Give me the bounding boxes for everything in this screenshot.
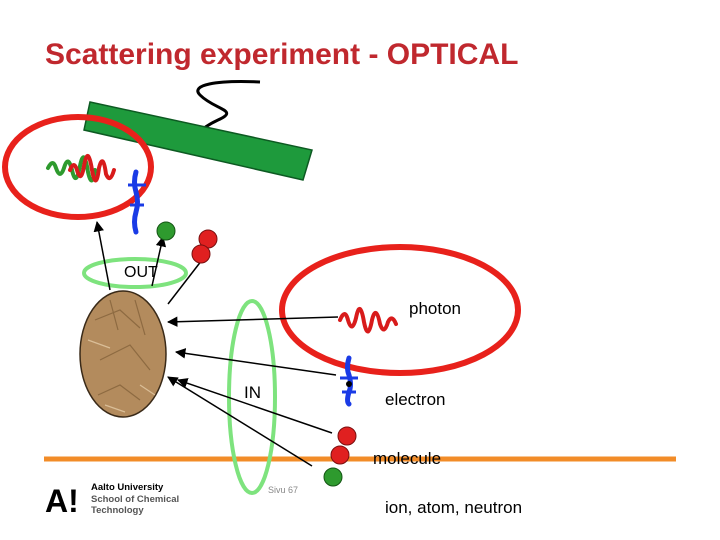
scattered-electron-icon (128, 169, 146, 235)
sample-ellipse (79, 290, 167, 418)
page-number: Sivu 67 (268, 485, 299, 495)
in-arrow-electron (174, 348, 337, 376)
in-arrow-molecule (177, 378, 333, 434)
photon-label: photon (409, 299, 461, 318)
logo-text: A! (45, 484, 79, 516)
scattered-molecule-red-bottom (191, 244, 211, 264)
electron-label: electron (385, 390, 446, 409)
out-ring (82, 257, 188, 289)
scattered-photon-wave-red (68, 154, 116, 183)
incoming-photon-wave (338, 307, 398, 334)
incoming-molecule-red-top (337, 426, 357, 446)
university-name: Aalto University (91, 482, 164, 493)
incoming-molecule-red-bottom (330, 445, 350, 465)
out-label: OUT (124, 264, 158, 281)
incoming-ion-green (323, 467, 343, 487)
slide-title: Scattering experiment - OPTICAL (45, 38, 519, 71)
incoming-electron-icon (340, 355, 358, 407)
ion-atom-neutron-label: ion, atom, neutron (385, 498, 523, 517)
school-line-2: Technology (91, 505, 144, 516)
school-line-1: School of Chemical (91, 493, 180, 505)
in-arrow-ion (167, 376, 313, 467)
out-arrow-2 (151, 235, 167, 287)
detector-bar (83, 101, 313, 181)
out-arrow-3 (167, 259, 203, 305)
organization-block: Aalto University School of Chemical Tech… (91, 482, 179, 517)
in-label: IN (244, 383, 261, 402)
molecule-label: molecule (373, 449, 442, 468)
outgoing-highlight-ring (2, 114, 154, 220)
incoming-highlight-ring (279, 244, 521, 376)
out-arrow-1 (93, 220, 111, 291)
aalto-logo-icon: A! (45, 484, 79, 516)
in-arrow-photon (166, 316, 339, 327)
scattered-molecule-green (156, 221, 176, 241)
